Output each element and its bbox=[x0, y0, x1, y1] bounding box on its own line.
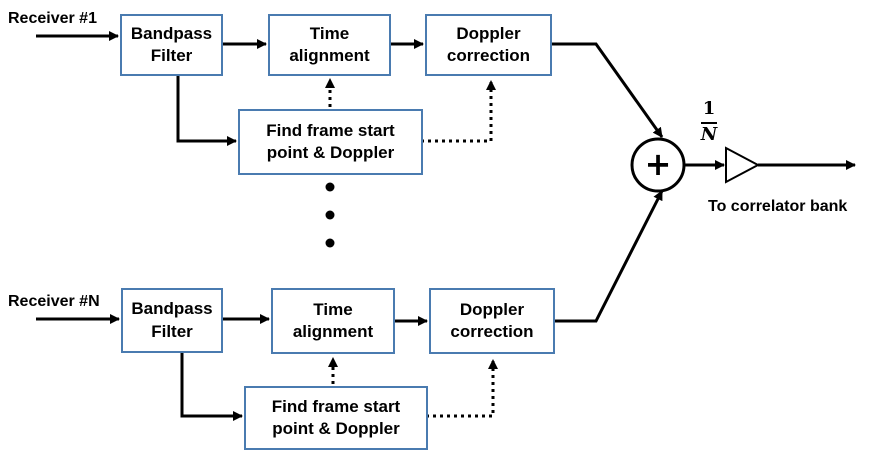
dotted-arrow-find-frame-to-doppler-1 bbox=[421, 80, 496, 143]
arrow-doppler-to-summer-1 bbox=[550, 42, 664, 138]
time-alignment-1: Time alignment bbox=[268, 14, 391, 76]
receiver-n-label: Receiver #N bbox=[8, 293, 100, 310]
gain-triangle bbox=[725, 146, 761, 184]
continuation-dot bbox=[325, 238, 335, 248]
receiver-1-label: Receiver #1 bbox=[8, 10, 97, 27]
dotted-arrow-find-frame-to-doppler-n bbox=[426, 359, 498, 418]
continuation-dot bbox=[325, 210, 335, 220]
arrow-doppler-to-summer-n bbox=[553, 190, 664, 323]
gain-denominator: N bbox=[700, 124, 718, 145]
summer-symbol: + bbox=[645, 145, 672, 183]
output-label: To correlator bank bbox=[708, 198, 848, 215]
gain-numerator: 1 bbox=[702, 98, 716, 119]
continuation-dot bbox=[325, 182, 335, 192]
bandpass-filter-1: Bandpass Filter bbox=[120, 14, 223, 76]
find-frame-start-n: Find frame start point & Doppler bbox=[244, 386, 428, 450]
arrow-bandpass-to-find-frame-1 bbox=[176, 74, 237, 146]
time-alignment-n: Time alignment bbox=[271, 288, 395, 354]
arrow-bandpass-to-find-frame-n bbox=[180, 353, 243, 421]
find-frame-start-1: Find frame start point & Doppler bbox=[238, 109, 423, 175]
bandpass-filter-n: Bandpass Filter bbox=[121, 288, 223, 353]
doppler-correction-n: Doppler correction bbox=[429, 288, 555, 354]
doppler-correction-1: Doppler correction bbox=[425, 14, 552, 76]
